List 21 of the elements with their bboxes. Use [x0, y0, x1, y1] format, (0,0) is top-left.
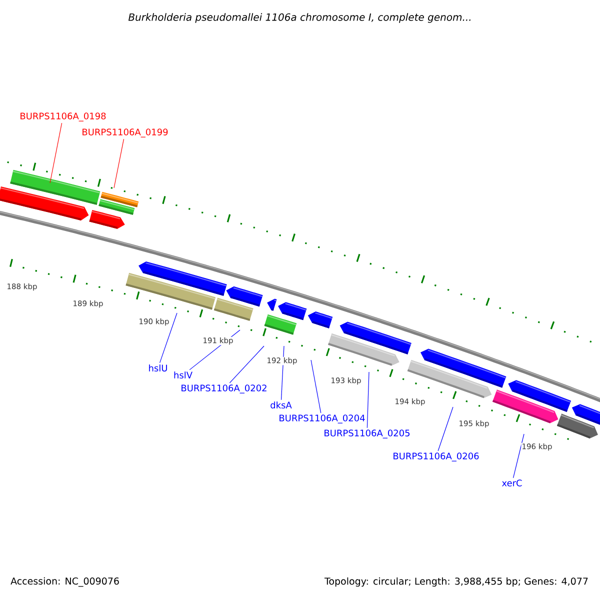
gene-label: BURPS1106A_0204	[280, 414, 365, 424]
gene-label: hslV	[174, 372, 192, 378]
leader-line	[159, 312, 178, 364]
leader-line	[114, 138, 124, 188]
gene-label: hslU	[149, 364, 167, 372]
leader-line	[310, 360, 322, 414]
gene-label: BURPS1106A_0198	[20, 112, 106, 122]
leader-line	[229, 346, 264, 384]
leader-line	[366, 372, 370, 428]
gene-label: dksA	[270, 402, 292, 408]
gene-label: BURPS1106A_0206	[394, 452, 479, 462]
leader-line	[438, 406, 454, 452]
gene-label: BURPS1106A_0199	[82, 128, 168, 138]
leader-line	[50, 122, 62, 184]
gene-label: xerC	[502, 480, 522, 486]
title: Burkholderia pseudomallei 1106a chromosome I, complete genom...	[128, 13, 470, 23]
gene-label: BURPS1106A_0205	[324, 430, 410, 438]
footer-text: Accession: NC_009076	[10, 577, 119, 587]
leader-line	[512, 434, 524, 478]
footer-text: Topology: circular; Length: 3,988,455 bp; Genes: 4,077	[324, 577, 588, 587]
gene-label: BURPS1106A_0202	[182, 384, 266, 394]
